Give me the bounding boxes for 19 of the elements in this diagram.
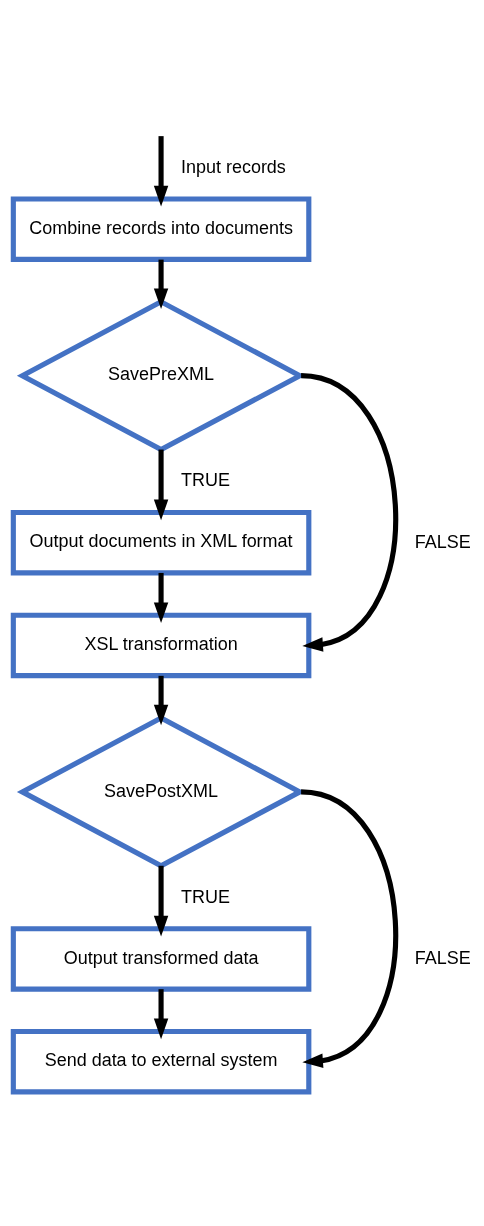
arrow [300,788,398,1068]
node-box: Combine records into documents [10,195,312,262]
arrow [153,449,169,520]
node-box: XSL transformation [10,612,312,678]
edge-label: TRUE [180,886,230,907]
node-box: Output documents in XML format [10,509,312,575]
node-box: Output transformed data [10,925,312,992]
edge-label: TRUE [180,469,230,490]
node-box: Send data to external system [10,1028,312,1094]
edge-label: Input records [180,156,286,177]
edge-label: FALSE [414,947,471,968]
arrow [153,675,169,725]
edge-label: FALSE [414,531,471,552]
arrow [153,865,169,936]
arrow [153,135,169,206]
arrow [153,988,169,1039]
arrow [153,259,169,309]
arrow [153,572,169,623]
arrow [300,372,398,652]
